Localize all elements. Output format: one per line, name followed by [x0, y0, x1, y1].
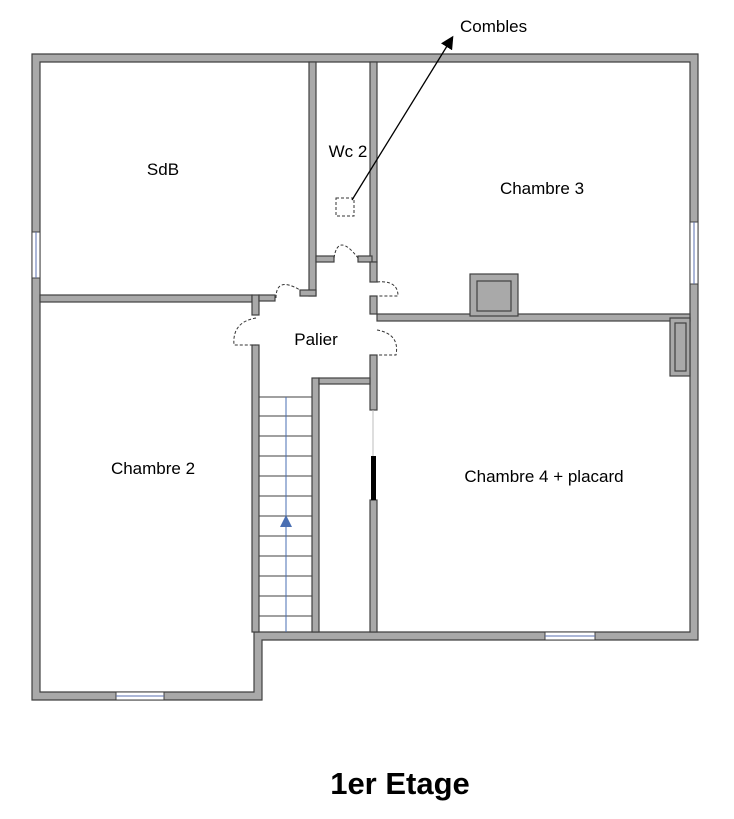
staircase	[259, 396, 312, 632]
combles-arrow	[351, 35, 454, 201]
wall-sdb-chambre2	[39, 294, 253, 303]
placard-door	[371, 456, 376, 500]
wall-chambre2-right	[251, 344, 260, 633]
room-label-palier: Palier	[294, 330, 338, 349]
wall-stair-right	[311, 377, 320, 633]
window-sdb	[31, 231, 41, 279]
wall-palier-bottom	[318, 377, 371, 385]
door-chambre2	[233, 317, 257, 346]
room-label-chambre3: Chambre 3	[500, 179, 584, 198]
wall-palier-left-top	[251, 294, 260, 316]
stair-up-arrow-icon	[280, 515, 292, 527]
door-chambre3	[376, 281, 399, 297]
wall-chambre3-chambre4	[376, 313, 691, 322]
door-wc	[333, 244, 359, 259]
door-sdb	[275, 284, 301, 299]
window-chambre3	[689, 221, 699, 285]
wall-sdb-wc	[308, 61, 317, 297]
room-label-sdb: SdB	[147, 160, 179, 179]
duct-chambre4-inner	[674, 322, 687, 372]
attic-hatch	[335, 197, 355, 217]
wall-wc-bottom-left	[315, 255, 335, 263]
chimney-chambre3-inner	[476, 280, 512, 312]
wall-wc-bottom-right	[357, 255, 373, 263]
room-label-chambre2: Chambre 2	[111, 459, 195, 478]
wall-palier-sdb-stub	[299, 289, 317, 297]
plan-title: 1er Etage	[330, 766, 470, 801]
window-chambre2	[115, 691, 165, 701]
room-label-wc2: Wc 2	[329, 142, 368, 161]
annotation-combles: Combles	[460, 17, 527, 36]
wall-chambre4-left	[369, 499, 378, 633]
room-label-chambre4: Chambre 4 + placard	[464, 467, 623, 486]
wall-palier-left-upper	[258, 294, 276, 302]
wall-palier-right-mid	[369, 295, 378, 315]
door-chambre4	[376, 329, 398, 356]
wall-palier-right-upper	[369, 261, 378, 283]
wall-palier-right-lower	[369, 354, 378, 411]
window-chambre4	[544, 631, 596, 641]
